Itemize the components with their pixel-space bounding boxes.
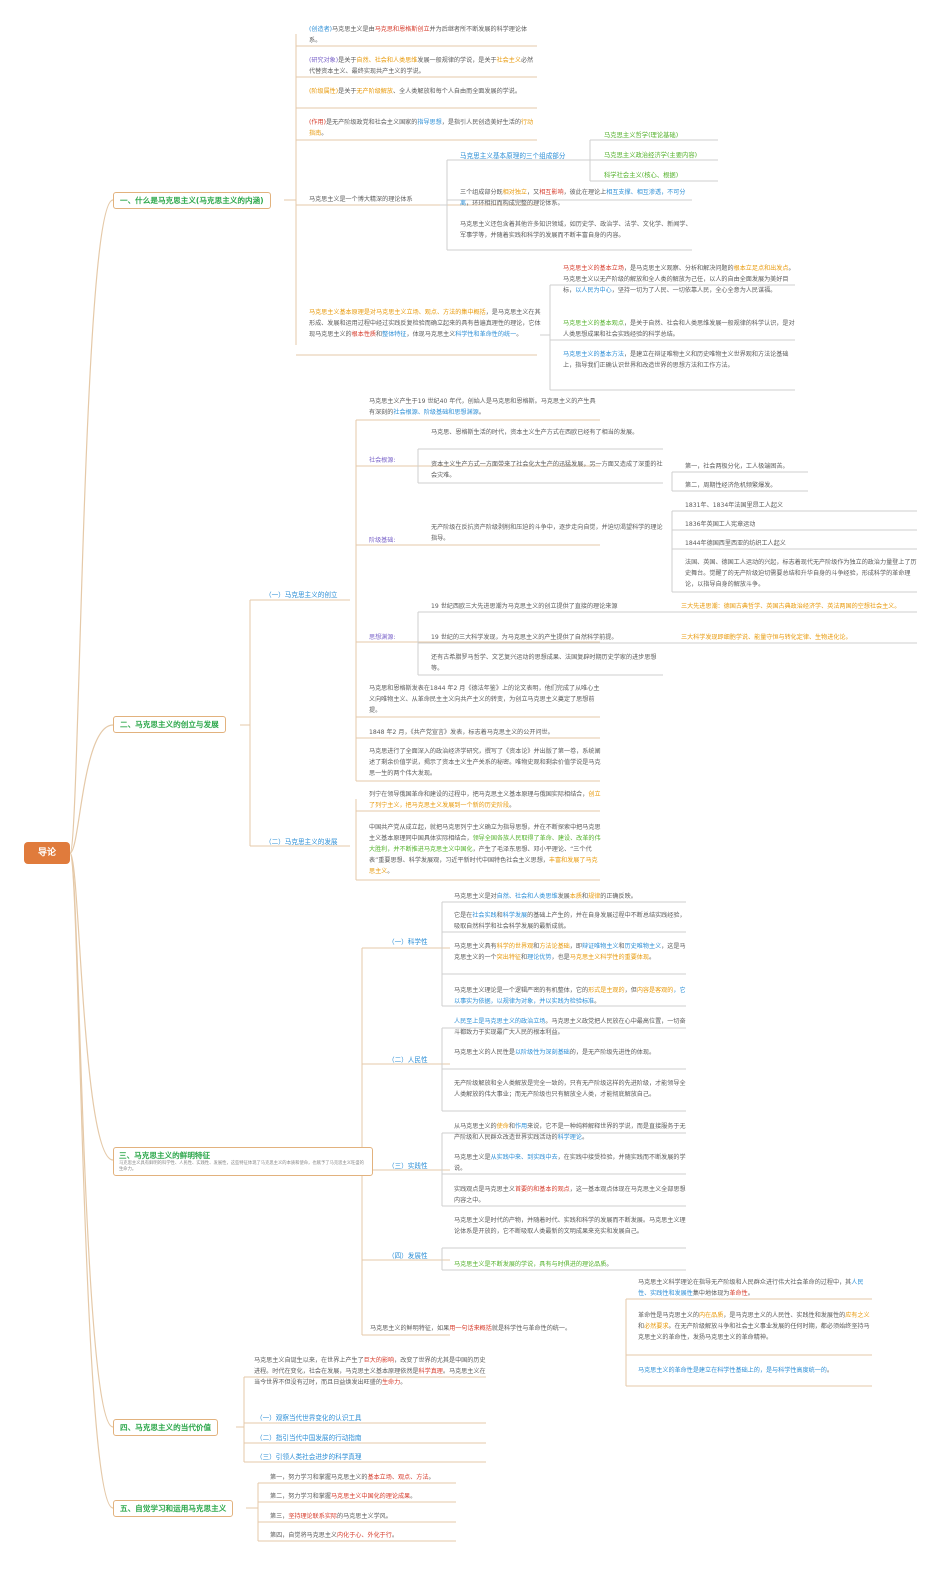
s1-principle: 马克思主义基本原理是对马克思主义立场、观点、方法的集中概括，是马克思主义在其形成…	[309, 309, 541, 338]
s4-intro: 马克思主义自诞生以来，在世界上产生了巨大的影响，改变了世界的尤其是中国的历史进程…	[254, 1357, 486, 1386]
s4-item-2[interactable]: （二）指引当代中国发展的行动指南	[256, 1434, 362, 1442]
s2-milestone-2: 1848 年2 月，《共产党宣言》发表，标志着马克思主义的公开问世。	[369, 729, 554, 736]
s2-class-label: 阶级基础:	[369, 537, 396, 544]
s2-thought-item-2: 19 世纪的三大科学发现，为马克思主义的产生提供了自然科学前提。	[431, 634, 618, 641]
s2-intro: 马克思主义产生于19 世纪40 年代，创始人是马克思和恩格斯。马克思主义的产生具…	[369, 398, 596, 416]
section-5-node[interactable]: 五、自觉学习和运用马克思主义	[113, 1500, 234, 1517]
s2-class-event-2: 1836年英国工人宪章运动	[685, 521, 756, 528]
section-2-node[interactable]: 二、马克思主义的创立与发展	[113, 716, 226, 733]
s3-people[interactable]: （二）人民性	[388, 1056, 428, 1064]
connector	[69, 852, 114, 1161]
section-3-title: 三、马克思主义的鲜明特征	[119, 1151, 211, 1160]
s3-science-item-1: 马克思主义是对自然、社会和人类思维发展本质和规律的正确反映。	[454, 893, 637, 900]
s2-social-label: 社会根源:	[369, 457, 396, 464]
s2-thought-side-1: 三大先进思潮：德国古典哲学、英国古典政治经济学、英法两国的空想社会主义。	[681, 603, 901, 610]
s1-class: (阶级属性)是关于无产阶级解放、全人类解放和每个人自由而全面发展的学说。	[309, 88, 521, 95]
s2-thought-label: 思想渊源:	[369, 634, 396, 641]
s3-people-item-3: 无产阶级解放和全人类解放是完全一致的，只有无产阶级这样的先进阶级，才能领导全人类…	[454, 1080, 686, 1098]
s3-science[interactable]: （一）科学性	[388, 938, 428, 946]
s3-people-item-2: 马克思主义的人民性是以阶级性为深刻基础的，是无产阶级先进性的体现。	[454, 1049, 656, 1056]
s1-parts-relation: 三个组成部分既相对独立，又相互影响，彼此在理论上相互支撑、相互渗透，不可分离，环…	[460, 189, 686, 207]
s1-part-socialism: 科学社会主义(核心、根据)	[604, 172, 679, 179]
connector	[69, 199, 114, 854]
s3-practice-item-1: 从马克思主义的使命和作用来说，它不是一种纯粹解释世界的学说，而是直接服务于无产阶…	[454, 1123, 686, 1141]
s1-founder: (创造者)马克思主义是由马克思和恩格斯创立并为后继者所不断发展的科学理论体系。	[309, 26, 528, 44]
s3-develop[interactable]: （四）发展性	[388, 1252, 428, 1260]
s3-summary-item-1: 马克思主义科学理论在指导无产阶级和人民群众进行伟大社会革命的过程中，其人民性、实…	[638, 1279, 864, 1297]
s1-system-label: 马克思主义是一个博大精深的理论体系	[309, 196, 413, 203]
s3-practice-item-3: 实践观点是马克思主义首要的和基本的观点，这一基本观点体现在马克思主义全部思想内容…	[454, 1186, 686, 1204]
s1-three-parts: 马克思主义基本原理的三个组成部分	[460, 152, 566, 160]
s5-item-3: 第三，坚持理论联系实际的马克思主义学风。	[270, 1513, 392, 1520]
s3-develop-item-1: 马克思主义是时代的产物，并随着时代、实践和科学的发展而不断发展。马克思主义理论体…	[454, 1217, 686, 1235]
s2-social-item-1: 马克思、恩格斯生活的时代，资本主义生产方式在西欧已经有了相当的发展。	[431, 429, 639, 436]
section-4-node[interactable]: 四、马克思主义的当代价值	[113, 1419, 219, 1436]
s3-summary-item-3: 马克思主义的革命性是建立在科学性基础上的，是与科学性高度统一的。	[638, 1367, 833, 1374]
s1-part-economics: 马克思主义政治经济学(主要内容)	[604, 152, 698, 159]
s1-part-philosophy: 马克思主义哲学(理论基础)	[604, 132, 679, 139]
s3-science-item-4: 马克思主义理论是一个逻辑严密的有机整体，它的形式是主观的，但内容是客观的，它以事…	[454, 987, 686, 1005]
s2-milestone-1: 马克思和恩格斯发表在1844 年2 月《德法年鉴》上的论文表明，他们完成了从唯心…	[369, 685, 600, 714]
section-1-node[interactable]: 一、什么是马克思主义(马克思主义的内涵)	[113, 192, 271, 209]
s2-thought-side-2: 三大科学发现即细胞学说、能量守恒与转化定律、生物进化论。	[681, 634, 852, 641]
s2-class-text: 无产阶级在反抗资产阶级剥削和压迫的斗争中，逐步走向自觉，并迫切渴望科学的理论指导…	[431, 524, 663, 542]
section-3-node[interactable]: 三、马克思主义的鲜明特征 马克思主义具有鲜明的科学性、人民性、实践性、发展性，这…	[113, 1147, 373, 1176]
s1-stance: 马克思主义的基本立场，是马克思主义观察、分析和解决问题的根本立足点和出发点。马克…	[563, 265, 795, 294]
s2-social-item-2: 资本主义生产方式一方面带来了社会化大生产的迅猛发展，另一方面又造成了深重的社会灾…	[431, 461, 663, 479]
s2-china: 中国共产党从成立起，就把马克思列宁主义确立为指导思想，并在不断探索中把马克思主义…	[369, 824, 601, 875]
section-3-note: 马克思主义具有鲜明的科学性、人民性、实践性、发展性，这些特征体现了马克思主义的本…	[119, 1161, 364, 1172]
connector	[69, 852, 114, 1509]
s3-develop-item-2: 马克思主义是不断发展的学说，具有与时俱进的理论品质。	[454, 1261, 613, 1268]
s2-lenin: 列宁在领导俄国革命和建设的过程中，把马克思主义基本原理与俄国实际相结合，创立了列…	[369, 791, 601, 809]
s3-practice-item-2: 马克思主义是从实践中来、到实践中去，在实践中接受检验，并随实践而不断发展的学说。	[454, 1154, 686, 1172]
s1-method: 马克思主义的基本方法，是建立在辩证唯物主义和历史唯物主义世界观和方法论基础上，指…	[563, 351, 789, 369]
s3-science-item-2: 它是在社会实践和科学发展的基础上产生的，并在自身发展过程中不断总结实践经验，吸取…	[454, 912, 686, 930]
s2-class-event-4: 法国、英国、德国工人运动的兴起，标志着现代无产阶级作为独立的政治力量登上了历史舞…	[685, 559, 917, 588]
s2-social-sub-2: 第二，周期性经济危机频繁爆发。	[685, 482, 777, 489]
s5-item-1: 第一，努力学习和掌握马克思主义的基本立场、观点、方法。	[270, 1474, 435, 1481]
s3-people-item-1: 人民至上是马克思主义的政治立场。马克思主义政党把人民放在心中最高位置，一切奋斗都…	[454, 1018, 686, 1036]
s2-thought-item-1: 19 世纪西欧三大先进思潮为马克思主义的创立提供了直接的理论来源	[431, 603, 618, 610]
s1-view: 马克思主义的基本观点，是关于自然、社会和人类思维发展一般规律的科学认识，是对人类…	[563, 320, 795, 338]
s2-thought-item-3: 还有古希腊罗马哲学、文艺复兴运动的思想成果、法国复辟时期历史学家的进步思想等。	[431, 654, 657, 672]
s3-summary: 马克思主义的鲜明特征，如果用一句话来概括就是科学性与革命性的统一。	[370, 1325, 572, 1332]
s2-social-sub-1: 第一，社会两极分化，工人极端困苦。	[685, 463, 789, 470]
s5-item-4: 第四，自觉将马克思主义内化于心、外化于行。	[270, 1532, 398, 1539]
s2-creation[interactable]: （一）马克思主义的创立	[265, 591, 338, 599]
s1-object: (研究对象)是关于自然、社会和人类思维发展一般规律的学说，是关于社会主义必然代替…	[309, 57, 534, 75]
s4-item-3[interactable]: （三）引领人类社会进步的科学真理	[256, 1453, 362, 1461]
s2-development[interactable]: （二）马克思主义的发展	[265, 838, 338, 846]
s5-item-2: 第二，努力学习和掌握马克思主义中国化的理论成果。	[270, 1493, 417, 1500]
s1-other-fields: 马克思主义还包含着其他许多知识领域，如历史学、政治学、法学、文化学、新闻学、军事…	[460, 221, 692, 239]
s1-role: (作用)是无产阶级政党和社会主义国家的指导思想，是指引人民创造美好生活的行动指南…	[309, 119, 534, 137]
s4-item-1[interactable]: （一）观察当代世界变化的认识工具	[256, 1414, 362, 1422]
root-node[interactable]: 导论	[24, 842, 70, 864]
s2-class-event-3: 1844年德国西里西亚的纺织工人起义	[685, 540, 786, 547]
s2-class-event-1: 1831年、1834年法国里昂工人起义	[685, 502, 784, 509]
connector	[69, 724, 114, 854]
s3-practice[interactable]: （三）实践性	[388, 1162, 428, 1170]
s2-milestone-3: 马克思进行了全面深入的政治经济学研究，撰写了《资本论》并出版了第一卷，系统阐述了…	[369, 748, 601, 777]
s3-science-item-3: 马克思主义具有科学的世界观和方法论基础，即辩证唯物主义和历史唯物主义，这是马克思…	[454, 943, 686, 961]
s3-summary-item-2: 革命性是马克思主义的内在品质，是马克思主义的人民性、实践性和发展性的应有之义和必…	[638, 1312, 870, 1341]
